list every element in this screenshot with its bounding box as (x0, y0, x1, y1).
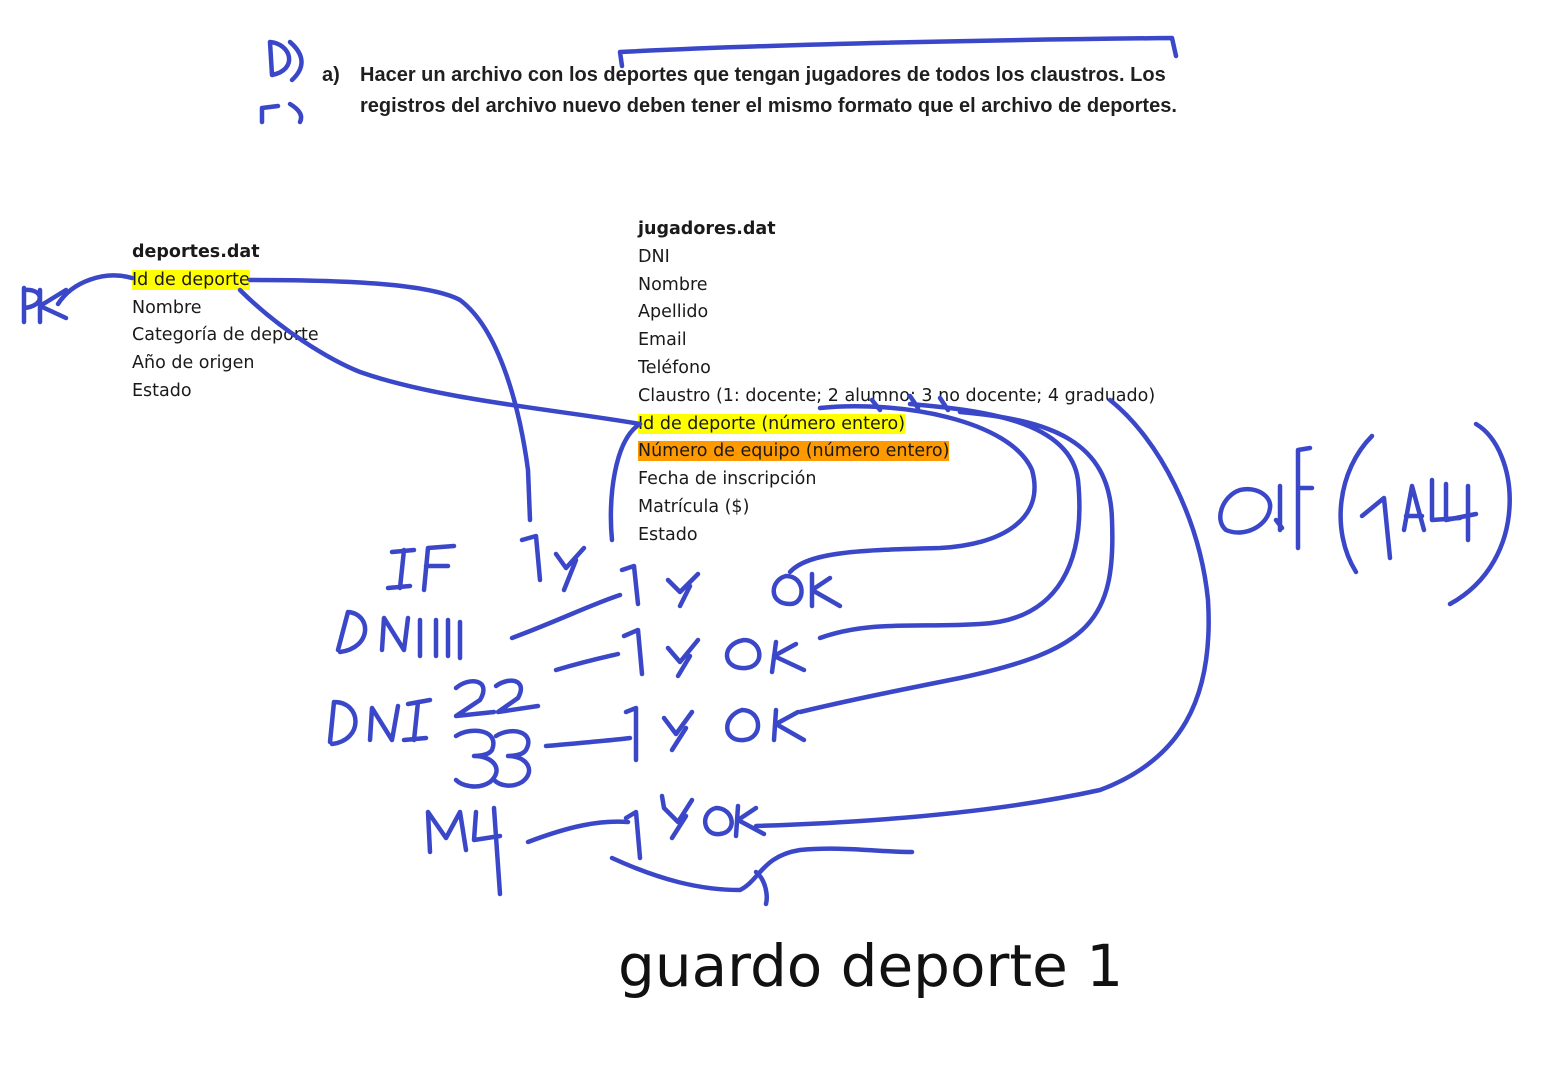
field-label: Id de deporte (132, 269, 250, 290)
jugadores-file-structure: jugadores.dat DNI Nombre Apellido Email … (638, 216, 1155, 550)
pk-connector (55, 273, 135, 307)
field-label: Fecha de inscripción (638, 469, 817, 490)
field-label: Número de equipo (número entero) (638, 441, 950, 462)
field-label: Estado (638, 524, 698, 545)
field-label: Nombre (638, 274, 708, 295)
margin-label-d (267, 39, 304, 83)
deportes-field: Año de origen (132, 350, 319, 378)
bracket-stroke (617, 35, 1179, 69)
jugadores-field: Teléfono (638, 355, 1155, 383)
field-label: Categoría de deporte (132, 325, 319, 346)
field-label: Año de origen (132, 353, 255, 374)
right-note (1218, 421, 1512, 607)
field-label: DNI (638, 246, 670, 267)
field-label: Email (638, 330, 687, 351)
row-4 (425, 793, 915, 907)
deportes-file-title: deportes.dat (132, 242, 260, 262)
left-bracket (608, 421, 643, 543)
field-label: Nombre (132, 297, 202, 318)
jugadores-field: DNI (638, 244, 1155, 272)
claustro-loop-4 (753, 397, 1211, 829)
jugadores-file-title: jugadores.dat (638, 219, 776, 239)
deportes-field: Estado (132, 378, 319, 406)
caption-text: guardo deporte 1 (618, 932, 1124, 1000)
margin-label-e (259, 101, 304, 125)
jugadores-field: Email (638, 327, 1155, 355)
jugadores-field: Apellido (638, 299, 1155, 327)
jugadores-field: Nombre (638, 272, 1155, 300)
jugadores-field: Claustro (1: docente; 2 alumno; 3 no doc… (638, 383, 1155, 411)
row-2 (335, 609, 807, 679)
pk-label (21, 285, 69, 325)
jugadores-field: Estado (638, 522, 1155, 550)
jugadores-field: Id de deporte (número entero) (638, 411, 1155, 439)
deportes-field: Id de deporte (132, 267, 319, 295)
row-1 (509, 533, 843, 641)
field-label: Teléfono (638, 357, 711, 378)
jugadores-field: Matrícula ($) (638, 494, 1155, 522)
deportes-field: Nombre (132, 295, 319, 323)
link-id-deporte-2 (237, 287, 643, 427)
claustro-loop-3 (797, 409, 1115, 715)
field-label: Matrícula ($) (638, 496, 750, 517)
deportes-file-structure: deportes.dat Id de deporte Nombre Catego… (132, 239, 319, 406)
link-id-deporte (247, 277, 533, 523)
field-label: Id de deporte (número entero) (638, 413, 906, 434)
task-text: Hacer un archivo con los deportes que te… (360, 60, 1260, 122)
row-3 (327, 678, 807, 789)
task-line: Hacer un archivo con los deportes que te… (360, 64, 1166, 86)
field-label: Claustro (1: docente; 2 alumno; 3 no doc… (638, 385, 1156, 406)
field-label: Apellido (638, 302, 709, 323)
deportes-field: Categoría de deporte (132, 322, 319, 350)
field-label: Estado (132, 380, 192, 401)
task-line: registros del archivo nuevo deben tener … (360, 95, 1177, 117)
jugadores-field: Número de equipo (número entero) (638, 438, 1155, 466)
claustro-underline (869, 393, 951, 413)
jugadores-field: Fecha de inscripción (638, 466, 1155, 494)
claustro-loop-1 (787, 404, 1037, 575)
claustro-loop-2 (817, 401, 1082, 641)
task-letter: a) (322, 64, 340, 86)
if-label (385, 543, 457, 593)
